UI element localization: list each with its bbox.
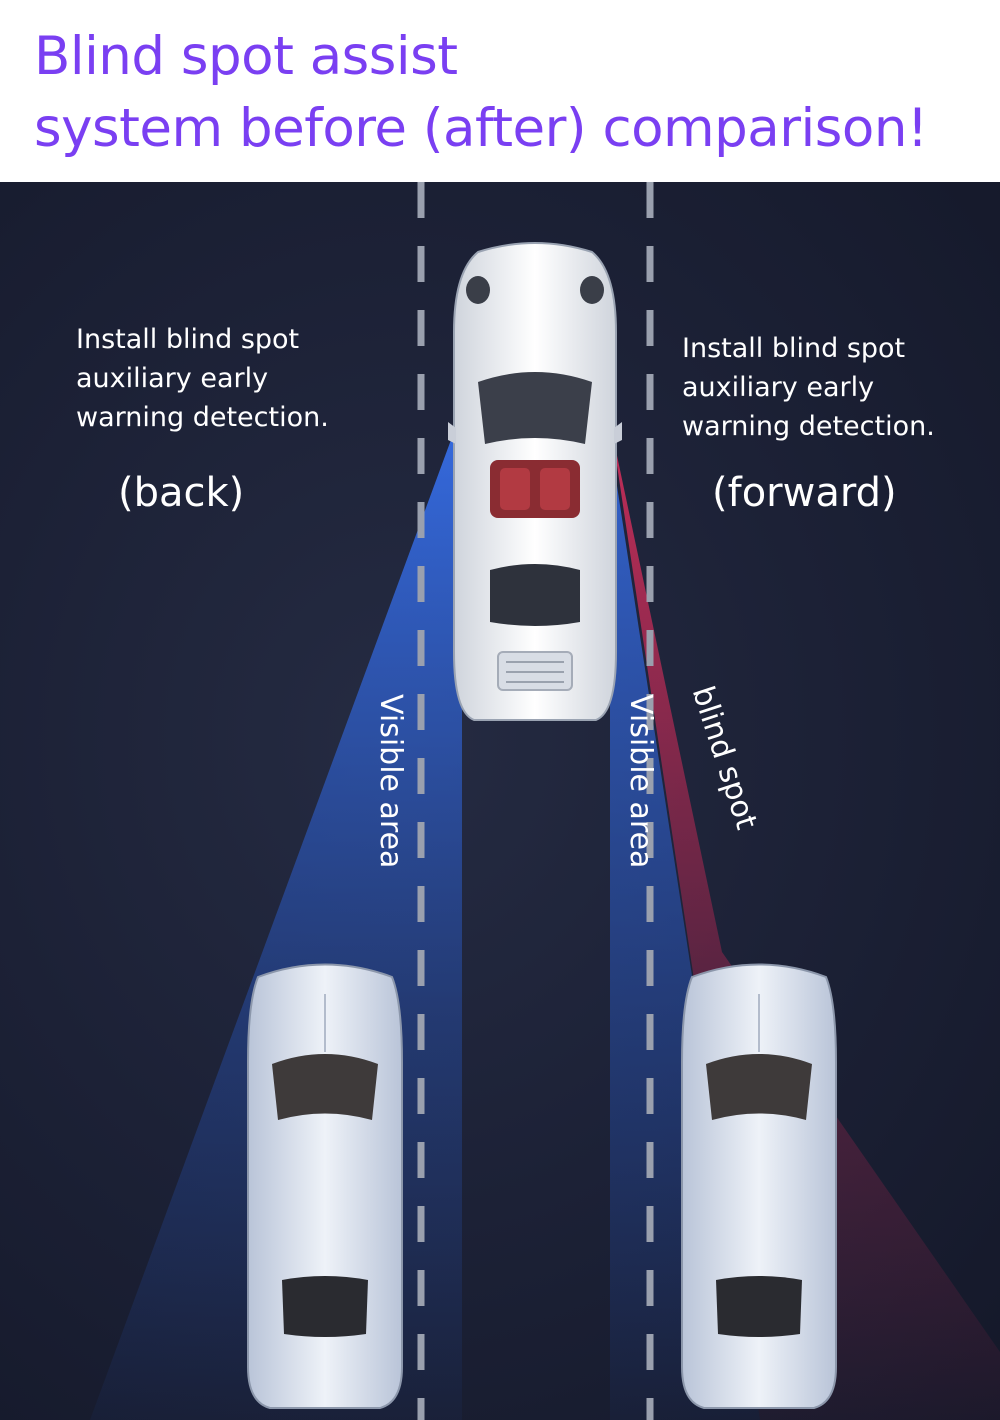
tag-back: (back) [118, 470, 245, 516]
page-title-line-1: Blind spot assist [34, 26, 458, 87]
header: Blind spot assist system before (after) … [0, 0, 1000, 182]
caption-forward: Install blind spot auxiliary early warni… [682, 329, 992, 446]
caption-back-line-3: warning detection. [76, 402, 329, 433]
caption-forward-line-2: auxiliary early [682, 372, 875, 403]
tag-forward: (forward) [712, 470, 897, 516]
caption-back-line-1: Install blind spot [76, 324, 300, 355]
road-graphic [90, 182, 1000, 1420]
visible-area-label-right: Visible area [623, 694, 658, 869]
visible-area-label-left: Visible area [373, 694, 408, 869]
road-illustration: Install blind spot auxiliary early warni… [0, 182, 1000, 1420]
caption-back: Install blind spot auxiliary early warni… [76, 320, 406, 437]
caption-forward-line-1: Install blind spot [682, 333, 906, 364]
caption-back-line-2: auxiliary early [76, 363, 269, 394]
page-title-line-2: system before (after) comparison! [34, 98, 928, 159]
rear-car-right-icon [681, 963, 837, 1409]
main-car-icon [448, 242, 622, 721]
caption-forward-line-3: warning detection. [682, 411, 935, 442]
rear-car-left-icon [247, 963, 403, 1409]
